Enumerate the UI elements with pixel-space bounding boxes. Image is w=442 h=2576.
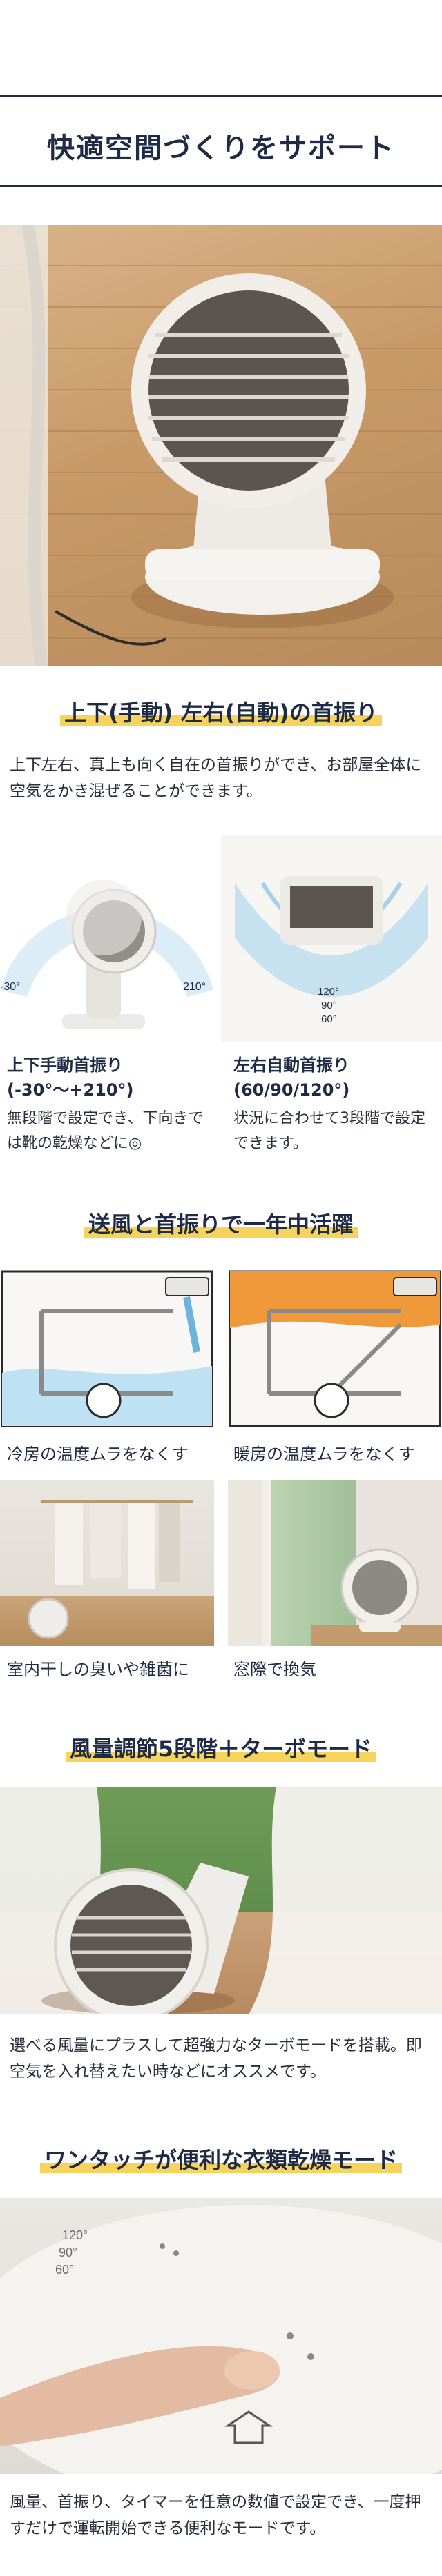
banner-title: 快適空間づくりをサポート (47, 132, 395, 164)
horizontal-deg-90: 90° (321, 1000, 337, 1011)
vertical-deg-b: 210° (183, 981, 206, 993)
panel-label-90: 90° (59, 2246, 77, 2259)
vertical-swing-desc: 無段階で設定でき、下向きでは靴の乾燥などに◎ (7, 1110, 204, 1152)
banner-rule-top (0, 95, 442, 97)
laundry-photo (0, 1480, 214, 1646)
horizontal-swing-range: (60/90/120°) (233, 1080, 350, 1100)
swing-heading-text: 上下(手動) 左右(自動)の首振り (60, 700, 382, 726)
yearround-heading-text: 送風と首振りで一年中活躍 (84, 1211, 358, 1238)
cooling-room-diagram (1, 1270, 213, 1427)
horizontal-deg-60: 60° (321, 1013, 337, 1025)
panel-label-120: 120° (62, 2228, 88, 2242)
laundry-caption: 室内干しの臭いや雑菌に (7, 1660, 189, 1679)
hero-fan-photo (0, 225, 442, 666)
swing-description: 上下左右、真上も向く自在の首振りができ、お部屋全体に空気をかき混ぜることができま… (10, 756, 422, 800)
horizontal-swing-desc: 状況に合わせて3段階で設定できます。 (233, 1110, 425, 1152)
panel-label-60: 60° (55, 2263, 74, 2277)
airflow-heading-text: 風量調節5段階＋ターボモード (65, 1736, 377, 1762)
hero-fan-illustration (0, 225, 442, 666)
vertical-swing-diagram: -30° 210° (0, 880, 214, 1029)
drying-description: 風量、首振り、タイマーを任意の数値で設定でき、一度押すだけで運転開始できる便利な… (10, 2493, 421, 2537)
airflow-heading: 風量調節5段階＋ターボモード (0, 1732, 442, 1763)
airflow-description: 選べる風量にプラスして超強力なターボモードを搭載。即空気を入れ替えたい時などにオ… (10, 2037, 422, 2081)
vertical-swing-range: (-30°～+210°) (7, 1080, 134, 1100)
yearround-heading: 送風と首振りで一年中活躍 (0, 1207, 442, 1239)
airflow-photo (0, 1787, 442, 2014)
swing-heading: 上下(手動) 左右(自動)の首振り (0, 695, 442, 727)
horizontal-swing-diagram: 120° 90° 60° (221, 835, 442, 1042)
vertical-deg-a: -30° (0, 981, 21, 993)
cooling-caption: 冷房の温度ムラをなくす (7, 1445, 189, 1464)
horizontal-deg-120: 120° (318, 986, 339, 998)
horizontal-swing-title: 左右自動首振り (233, 1056, 349, 1075)
window-photo (228, 1480, 442, 1646)
window-caption: 窓際で換気 (233, 1660, 316, 1679)
drying-control-photo: 120° 90° 60° (0, 2198, 442, 2474)
drying-heading: ワンタッチが便利な衣類乾燥モード (0, 2143, 442, 2174)
drying-heading-text: ワンタッチが便利な衣類乾燥モード (39, 2147, 402, 2173)
heating-caption: 暖房の温度ムラをなくす (233, 1445, 415, 1464)
vertical-swing-title: 上下手動首振り (7, 1056, 123, 1075)
heating-room-diagram (229, 1270, 441, 1427)
banner-rule-bottom (0, 185, 442, 187)
